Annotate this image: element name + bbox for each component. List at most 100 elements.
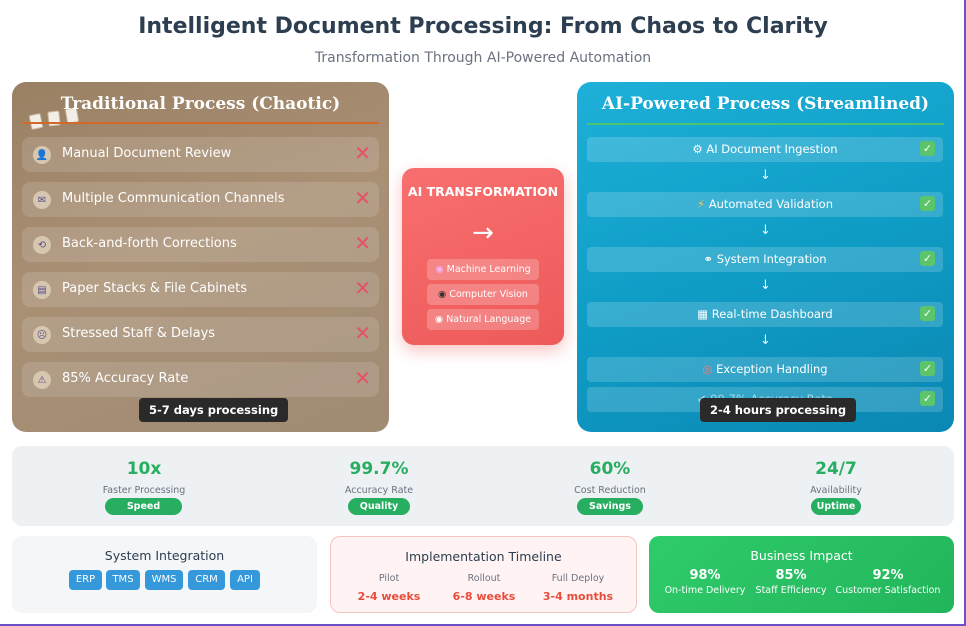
ai-step: ▦ Real-time Dashboard ✓ [587,302,943,327]
metric-label: Accuracy Rate [344,485,414,496]
traditional-process-panel: Traditional Process (Chaotic) 👤 Manual D… [12,82,389,432]
x-icon: ✕ [354,141,371,165]
integration-tag-tms: TMS [106,570,140,590]
arrow-down-icon: ↓ [760,168,771,183]
check-icon: ✓ [920,196,935,211]
ai-step-label: Automated Validation [708,197,833,211]
metric-label: Availability [810,485,862,496]
metric-tag: Savings [577,498,643,515]
ai-step: ⚭ System Integration ✓ [587,247,943,272]
phase-label: Full Deploy [551,573,605,584]
traditional-item: ▤ Paper Stacks & File Cabinets ✕ [22,272,379,307]
page-subtitle: Transformation Through AI-Powered Automa… [314,50,652,66]
metric-tag: Uptime [811,498,861,515]
business-impact-card: Business Impact 98% On-time Delivery 85%… [649,536,954,613]
warning-icon: ⚠ [33,371,51,389]
phase-duration: 2-4 weeks [357,590,421,603]
metric-value: 10x [126,459,162,479]
metric-value: 60% [589,459,631,479]
ai-pill-computer-vision: ◉ Computer Vision [427,284,539,305]
metric-label: Faster Processing [102,485,186,496]
impact-label: Staff Efficiency [755,585,827,596]
timeline-phase-rollout: Rollout 6-8 weeks [439,573,529,603]
x-icon: ✕ [354,186,371,210]
check-icon: ✓ [920,361,935,376]
ai-step: ◎ Exception Handling ✓ [587,357,943,382]
ai-step-label: AI Document Ingestion [706,142,838,156]
traditional-process-title: Traditional Process (Chaotic) [60,94,341,114]
impact-stat: 92% Customer Satisfaction [829,568,947,596]
chart-icon: ▦ [697,307,709,321]
ai-step-label: System Integration [716,252,827,266]
ai-step-label: Real-time Dashboard [711,307,833,321]
check-icon: ✓ [920,306,935,321]
stressed-face-icon: ☹ [33,326,51,344]
speech-icon: ◉ [434,314,444,325]
traditional-item: ⟲ Back-and-forth Corrections ✕ [22,227,379,262]
ai-transformation-box: AI TRANSFORMATION → ◉ Machine Learning ◉… [402,168,564,345]
traditional-item: ☹ Stressed Staff & Delays ✕ [22,317,379,352]
x-icon: ✕ [354,366,371,390]
arrow-down-icon: ↓ [760,333,771,348]
metric-value: 99.7% [349,459,409,479]
business-impact-title: Business Impact [750,548,853,563]
check-icon: ✓ [920,391,935,406]
system-integration-title: System Integration [104,548,225,563]
person-icon: 👤 [33,146,51,164]
phase-duration: 3-4 months [542,590,614,603]
email-icon: ✉ [33,191,51,209]
phase-label: Pilot [378,573,400,584]
x-icon: ✕ [354,321,371,345]
impact-label: Customer Satisfaction [835,585,941,596]
traditional-item: ✉ Multiple Communication Channels ✕ [22,182,379,217]
implementation-timeline-card: Implementation Timeline Pilot 2-4 weeks … [330,536,637,613]
page-title: Intelligent Document Processing: From Ch… [138,14,828,39]
traditional-item-label: Manual Document Review [62,146,232,161]
metric-tag: Speed [105,498,182,515]
arrow-down-icon: ↓ [760,278,771,293]
arrow-down-icon: ↓ [760,223,771,238]
lightning-icon: ⚡ [696,197,706,211]
traditional-time-badge: 5-7 days processing [139,398,289,422]
target-icon: ◎ [702,362,713,376]
traditional-item-label: 85% Accuracy Rate [62,371,189,386]
ai-pill-machine-learning: ◉ Machine Learning [427,259,539,280]
traditional-item: ⚠ 85% Accuracy Rate ✕ [22,362,379,397]
traditional-item-label: Stressed Staff & Delays [62,326,216,341]
traditional-item-label: Multiple Communication Channels [62,191,285,206]
ai-powered-process-title: AI-Powered Process (Streamlined) [601,94,930,114]
ai-step: ⚙ AI Document Ingestion ✓ [587,137,943,162]
impact-value: 98% [689,568,721,583]
robot-icon: ⚙ [692,142,703,156]
impact-stat: 85% Staff Efficiency [741,568,841,596]
metric-value: 24/7 [815,459,857,479]
ai-process-divider [587,123,944,125]
integration-tag-api: API [230,570,260,590]
ai-pill-natural-language: ◉ Natural Language [427,309,539,330]
arrow-right-icon: → [472,218,494,248]
brain-icon: ◉ [435,264,444,275]
impact-stat: 98% On-time Delivery [655,568,755,596]
ai-time-badge: 2-4 hours processing [700,398,857,422]
system-integration-card: System Integration ERP TMS WMS CRM API [12,536,317,613]
x-icon: ✕ [354,231,371,255]
impact-label: On-time Delivery [664,585,746,596]
ai-transformation-title: AI TRANSFORMATION [407,184,559,199]
traditional-item-label: Paper Stacks & File Cabinets [62,281,248,296]
impact-value: 85% [775,568,807,583]
metrics-strip: 10x Faster Processing Speed 99.7% Accura… [12,446,954,526]
integration-tag-erp: ERP [69,570,102,590]
cabinet-icon: ▤ [33,281,51,299]
metric-label: Cost Reduction [574,485,646,496]
timeline-phase-pilot: Pilot 2-4 weeks [344,573,434,603]
implementation-timeline-title: Implementation Timeline [405,549,562,564]
timeline-phase-full-deploy: Full Deploy 3-4 months [533,573,623,603]
phase-duration: 6-8 weeks [452,590,516,603]
traditional-item-label: Back-and-forth Corrections [62,236,237,251]
phase-label: Rollout [467,573,501,584]
ai-step-label: Exception Handling [716,362,828,376]
integration-tag-crm: CRM [188,570,225,590]
repeat-icon: ⟲ [33,236,51,254]
traditional-item: 👤 Manual Document Review ✕ [22,137,379,172]
x-icon: ✕ [354,276,371,300]
